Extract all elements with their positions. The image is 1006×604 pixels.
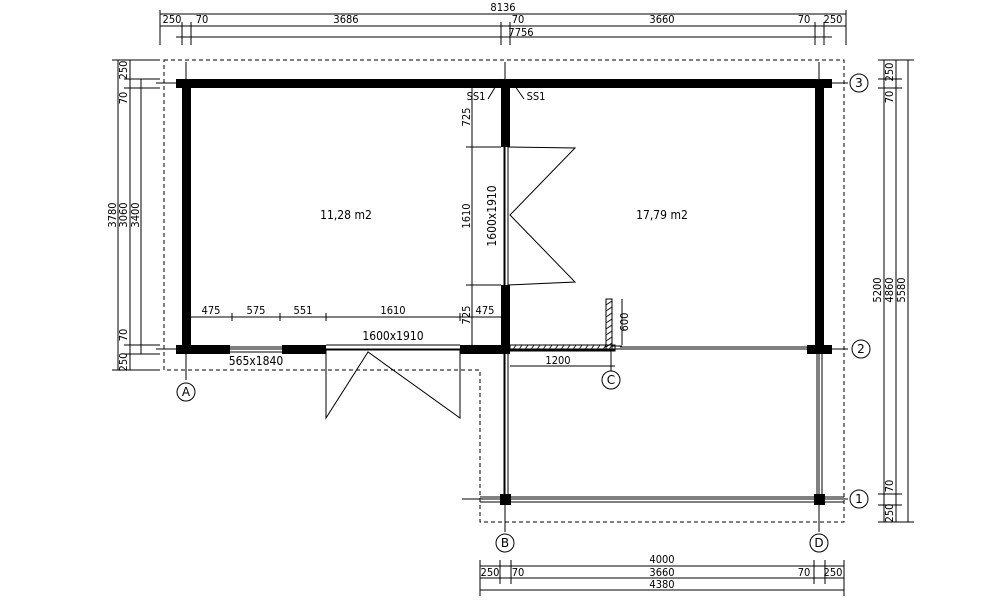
ss1-left-label: SS1 [467, 90, 486, 103]
ss1-markers [487, 78, 525, 100]
dim-bot-3660: 3660 [649, 566, 674, 579]
door-bottom-label: 1600x1910 [362, 329, 423, 343]
dim-right-4860: 4860 [883, 277, 896, 302]
door-middle-label: 1600x1910 [485, 185, 499, 246]
svg-text:B: B [501, 536, 509, 550]
dim-inner-551: 551 [294, 304, 313, 317]
dim-top-3686: 3686 [333, 13, 358, 26]
dim-inner-475-b: 475 [476, 304, 495, 317]
dim-bot-4000: 4000 [649, 553, 674, 566]
axis-2-bubble: 2 [851, 339, 871, 359]
dim-bot-4380: 4380 [649, 578, 674, 591]
right-dimension-lines [878, 59, 914, 523]
left-dimension-lines [112, 59, 160, 371]
dim-top-70-a: 70 [196, 13, 209, 26]
door-middle-swing [503, 146, 577, 286]
dim-inner-725-a: 725 [460, 108, 473, 127]
dim-inner-600: 600 [618, 313, 631, 332]
axis-1-bubble: 1 [849, 489, 869, 509]
dim-right-70-top: 70 [883, 91, 896, 104]
dim-inner-725-b: 725 [460, 306, 473, 325]
dim-right-250-bot: 250 [883, 504, 896, 523]
partition-c [509, 298, 622, 352]
door-bottom-swing [325, 344, 461, 420]
dim-left-3060: 3060 [117, 202, 130, 227]
axis-d-bubble: D [809, 533, 829, 553]
dim-inner-1200: 1200 [545, 354, 570, 367]
room-right-area: 17,79 m2 [636, 208, 688, 222]
axis-lines [156, 62, 848, 532]
bottom-dimension-lines [479, 560, 845, 596]
svg-text:D: D [814, 536, 823, 550]
dim-top-total: 8136 [490, 1, 515, 14]
dim-top-70-mid: 70 [512, 13, 525, 26]
dim-bot-250-right: 250 [824, 566, 843, 579]
dim-bot-70-a: 70 [512, 566, 525, 579]
dim-top-70-b: 70 [798, 13, 811, 26]
svg-text:A: A [182, 385, 191, 399]
dim-inner-1610-v: 1610 [460, 203, 473, 228]
axis-b-bubble: B [495, 533, 515, 553]
roof-outline [163, 59, 845, 523]
dim-inner-1610-h: 1610 [380, 304, 405, 317]
dim-inner-475-a: 475 [202, 304, 221, 317]
dim-top-7756: 7756 [508, 26, 533, 39]
window-bottom-label: 565x1840 [229, 354, 284, 368]
dim-right-250-top: 250 [883, 63, 896, 82]
dim-bot-250-left: 250 [481, 566, 500, 579]
dim-left-70-top: 70 [117, 92, 130, 105]
dim-inner-575: 575 [247, 304, 266, 317]
dim-left-250-top: 250 [117, 61, 130, 80]
svg-text:1: 1 [855, 492, 863, 506]
dim-top-3660: 3660 [649, 13, 674, 26]
room-left-area: 11,28 m2 [320, 208, 372, 222]
dim-right-70-bot: 70 [883, 480, 896, 493]
terrace-lines [480, 344, 844, 503]
dim-top-250-right: 250 [824, 13, 843, 26]
dim-left-70-bot: 70 [117, 329, 130, 342]
axis-3-bubble: 3 [849, 73, 869, 93]
dim-left-250-bot: 250 [117, 353, 130, 372]
dim-left-3400: 3400 [129, 202, 142, 227]
dim-top-250-left: 250 [163, 13, 182, 26]
dim-bot-70-b: 70 [798, 566, 811, 579]
axis-c-bubble: C [601, 351, 621, 390]
inner-dimension-lines [191, 88, 623, 367]
window-bottom [230, 346, 282, 353]
dim-left-3780: 3780 [106, 202, 119, 227]
top-dimension-lines [159, 10, 847, 45]
dim-right-5200: 5200 [871, 277, 884, 302]
svg-text:3: 3 [855, 76, 863, 90]
svg-text:2: 2 [857, 342, 865, 356]
ss1-right-label: SS1 [527, 90, 546, 103]
dim-right-5580: 5580 [895, 277, 908, 302]
axis-a-bubble: A [176, 382, 196, 402]
svg-text:C: C [607, 373, 615, 387]
